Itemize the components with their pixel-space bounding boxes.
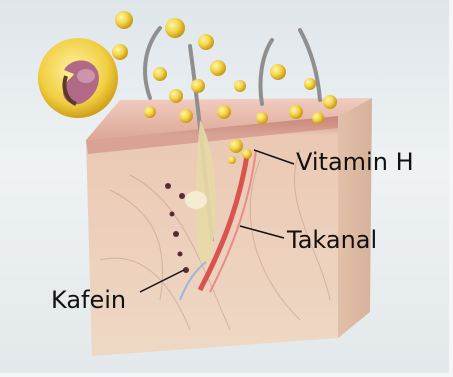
kafein-label: Kafein xyxy=(51,288,126,312)
takanal-label: Takanal xyxy=(287,228,377,252)
magnified-hair-follicle-icon xyxy=(38,38,118,118)
vitamin-h-label: Vitamin H xyxy=(296,150,414,174)
skin-side-face xyxy=(338,98,372,338)
hair-bulb xyxy=(185,191,207,209)
